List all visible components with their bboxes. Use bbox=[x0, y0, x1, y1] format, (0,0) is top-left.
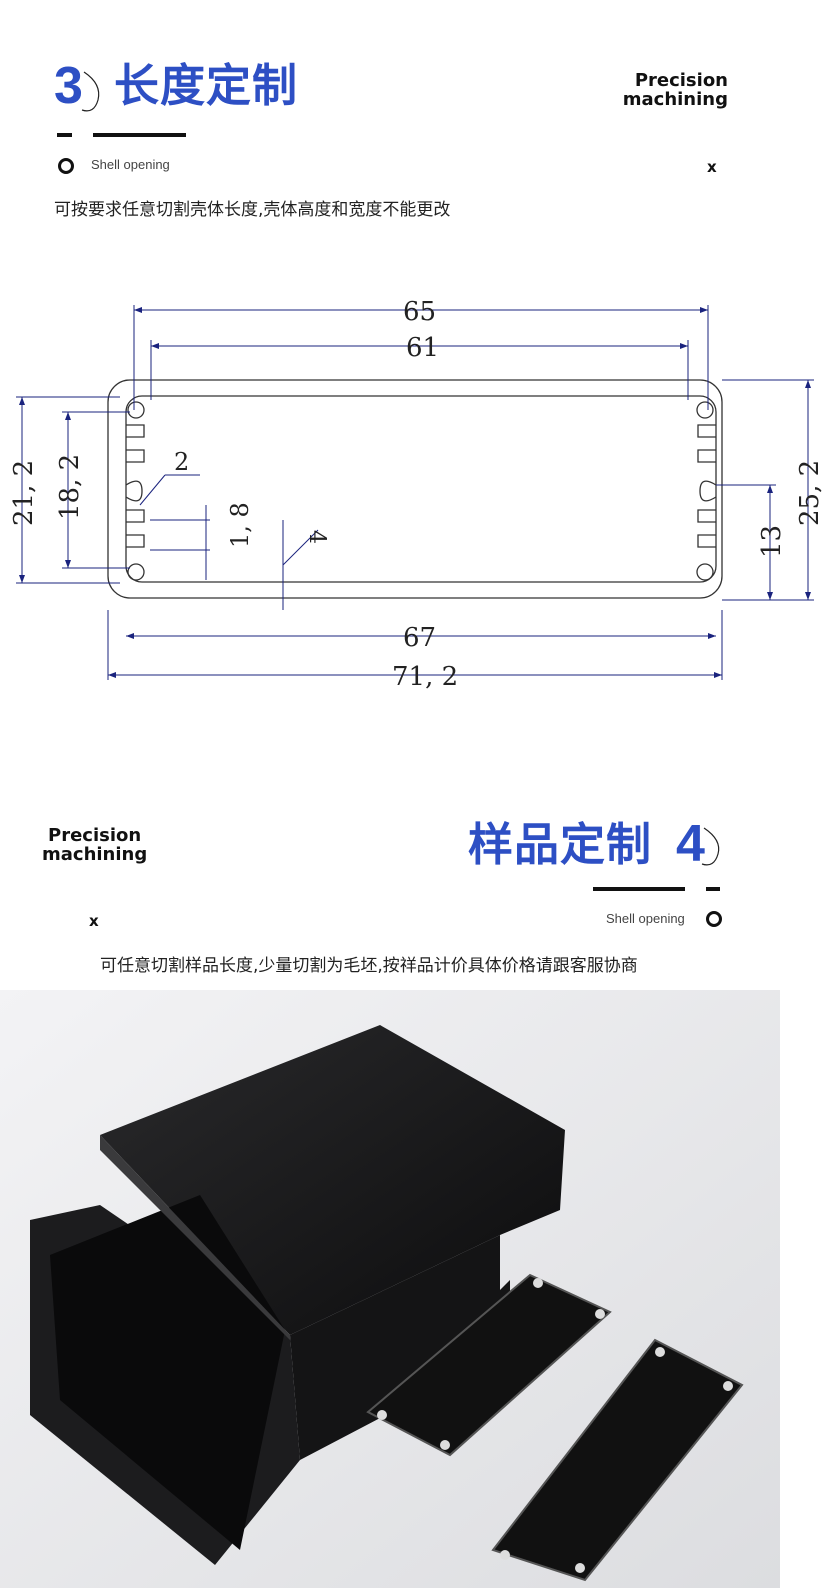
dim-left-inner: 18, 2 bbox=[55, 454, 85, 520]
enclosure-body bbox=[30, 1025, 565, 1565]
subtitle: Shell opening bbox=[91, 157, 170, 172]
dim-left-outer: 21, 2 bbox=[9, 460, 39, 526]
end-plate bbox=[366, 1273, 612, 1457]
dim-gap: 4 bbox=[304, 530, 329, 544]
end-plate bbox=[491, 1338, 744, 1582]
dim-inner-width: 67 bbox=[403, 623, 436, 653]
description: 可按要求任意切割壳体长度,壳体高度和宽度不能更改 bbox=[54, 200, 451, 220]
tagline: Precision machining bbox=[623, 71, 728, 109]
tagline-line1: Precision bbox=[634, 70, 728, 91]
dimension-lines bbox=[16, 305, 814, 680]
subtitle: Shell opening bbox=[606, 911, 685, 926]
tagline-line2: machining bbox=[42, 844, 148, 865]
x-mark: x bbox=[707, 158, 717, 176]
section-title: 样品定制 bbox=[468, 818, 653, 871]
description: 可任意切割样品长度,少量切割为毛坯,按祥品计价具体价格请跟客服协商 bbox=[100, 956, 638, 976]
tagline-line1: Precision bbox=[48, 825, 142, 846]
divider-short bbox=[57, 133, 72, 137]
number-arc-decoration bbox=[701, 827, 720, 866]
section-title: 长度定制 bbox=[114, 59, 299, 112]
dim-right-outer: 25, 2 bbox=[795, 460, 825, 526]
circle-icon bbox=[58, 158, 74, 174]
dim-top-outer: 65 bbox=[403, 297, 436, 327]
divider-long bbox=[93, 133, 186, 137]
x-mark: x bbox=[89, 912, 99, 930]
section-number: 4 bbox=[676, 815, 705, 873]
section-number: 3 bbox=[54, 57, 83, 115]
dim-wall: 1, 8 bbox=[226, 502, 254, 548]
tagline: Precision machining bbox=[42, 826, 147, 864]
product-photo bbox=[0, 990, 780, 1588]
tagline-line2: machining bbox=[622, 89, 728, 110]
divider-short bbox=[706, 887, 720, 891]
dim-slot: 2 bbox=[174, 448, 189, 476]
cross-section-diagram: 71, 2 67 65 61 2 21, 2 18, 2 25, 2 13 1,… bbox=[9, 297, 825, 692]
dim-right-inner: 13 bbox=[757, 525, 787, 558]
circle-icon bbox=[706, 911, 722, 927]
dim-top-inner: 61 bbox=[406, 333, 439, 363]
profile-outline bbox=[107, 379, 723, 599]
dim-outer-width: 71, 2 bbox=[392, 662, 458, 692]
number-arc-decoration bbox=[81, 71, 100, 112]
divider-long bbox=[593, 887, 685, 891]
